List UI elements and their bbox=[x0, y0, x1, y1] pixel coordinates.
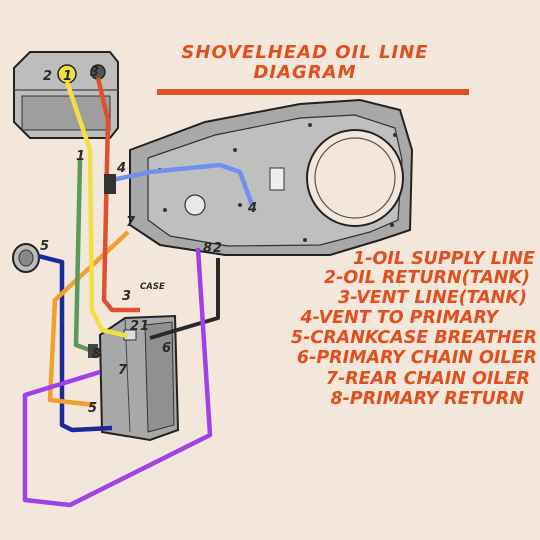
label-tank-2: 2 bbox=[43, 69, 52, 84]
line-1-oil-supply bbox=[64, 81, 129, 339]
label-primary-7: 7 bbox=[126, 215, 136, 230]
title-line-1: SHOVELHEAD OIL LINE bbox=[181, 42, 428, 63]
label-tank-1b: 1 bbox=[76, 149, 85, 164]
legend-item-4: 4-VENT TO PRIMARY bbox=[299, 308, 500, 328]
label-primary-8: 8 bbox=[203, 241, 212, 256]
line-2-oil-return bbox=[95, 77, 140, 313]
label-tank-3: 3 bbox=[90, 65, 99, 80]
clutch-opening bbox=[306, 129, 404, 227]
legend-item-2: 2-OIL RETURN(TANK) bbox=[324, 268, 530, 288]
legend-item-6: 6-PRIMARY CHAIN OILER bbox=[297, 348, 537, 368]
legend-item-8: 8-PRIMARY RETURN bbox=[330, 389, 524, 409]
line-4-vent-to-primary bbox=[111, 162, 255, 206]
line-6-primary-chain-oiler bbox=[37, 253, 113, 433]
label-primary-4a: 4 bbox=[116, 161, 126, 176]
pump-fitting-8 bbox=[88, 344, 98, 358]
label-pump-8: 8 bbox=[92, 347, 101, 362]
vent-fitting-block bbox=[104, 174, 116, 194]
breather-inner bbox=[18, 249, 34, 267]
label-breather-5: 5 bbox=[40, 239, 49, 254]
clutch-ring bbox=[314, 137, 396, 219]
legend-item-5: 5-CRANKCASE BREATHER bbox=[291, 328, 537, 348]
tank-lower-face bbox=[21, 95, 111, 131]
legend-item-1: 1-OIL SUPPLY LINE bbox=[353, 249, 535, 269]
pump-side bbox=[144, 321, 175, 433]
label-case: CASE bbox=[140, 282, 165, 292]
legend: 1-OIL SUPPLY LINE 2-OIL RETURN(TANK) 3-V… bbox=[291, 249, 537, 409]
inspection-window bbox=[269, 167, 285, 191]
label-pump-2: 2 bbox=[130, 319, 139, 334]
label-primary-2: 2 bbox=[213, 241, 222, 256]
label-pump-6: 6 bbox=[162, 341, 171, 356]
sprocket-boss bbox=[184, 194, 206, 216]
label-pump-1: 1 bbox=[140, 319, 149, 334]
label-case-3: 3 bbox=[122, 289, 131, 304]
title-underline bbox=[157, 89, 469, 95]
label-tank-1: 1 bbox=[63, 69, 72, 84]
label-pump-5: 5 bbox=[88, 401, 97, 416]
title-line-2: DIAGRAM bbox=[253, 62, 356, 83]
legend-item-3: 3-VENT LINE(TANK) bbox=[338, 288, 527, 308]
line-8-primary-return bbox=[149, 258, 220, 340]
label-pump-7: 7 bbox=[118, 363, 128, 378]
line-7-rear-chain-oiler bbox=[22, 247, 213, 508]
cover-bolts bbox=[158, 123, 397, 242]
legend-item-7: 7-REAR CHAIN OILER bbox=[326, 369, 530, 389]
label-primary-4b: 4 bbox=[247, 201, 257, 216]
